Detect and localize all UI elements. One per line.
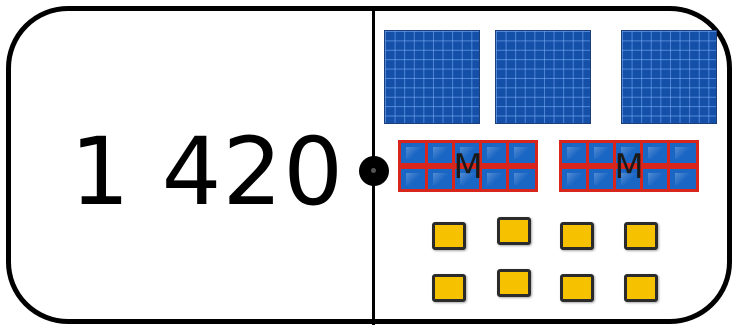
unit-block bbox=[624, 222, 658, 250]
thousand-block: M bbox=[398, 138, 540, 196]
hundred-block bbox=[621, 30, 717, 124]
unit-block bbox=[560, 274, 594, 302]
unit-block bbox=[624, 274, 658, 302]
thousand-block: M bbox=[559, 138, 701, 196]
thousand-cell bbox=[506, 140, 538, 166]
thousand-label: M bbox=[448, 150, 488, 184]
thousand-cell bbox=[506, 166, 538, 192]
hundred-block bbox=[384, 30, 480, 124]
thousand-cell bbox=[667, 166, 699, 192]
unit-block bbox=[497, 217, 531, 245]
thousand-label: M bbox=[609, 150, 649, 184]
unit-block bbox=[432, 222, 466, 250]
center-dot bbox=[359, 156, 389, 186]
unit-block bbox=[432, 274, 466, 302]
hundred-block bbox=[495, 30, 591, 124]
thousand-cell bbox=[667, 140, 699, 166]
unit-block bbox=[497, 269, 531, 297]
number-value: 1 420 bbox=[70, 118, 340, 228]
unit-block bbox=[560, 222, 594, 250]
